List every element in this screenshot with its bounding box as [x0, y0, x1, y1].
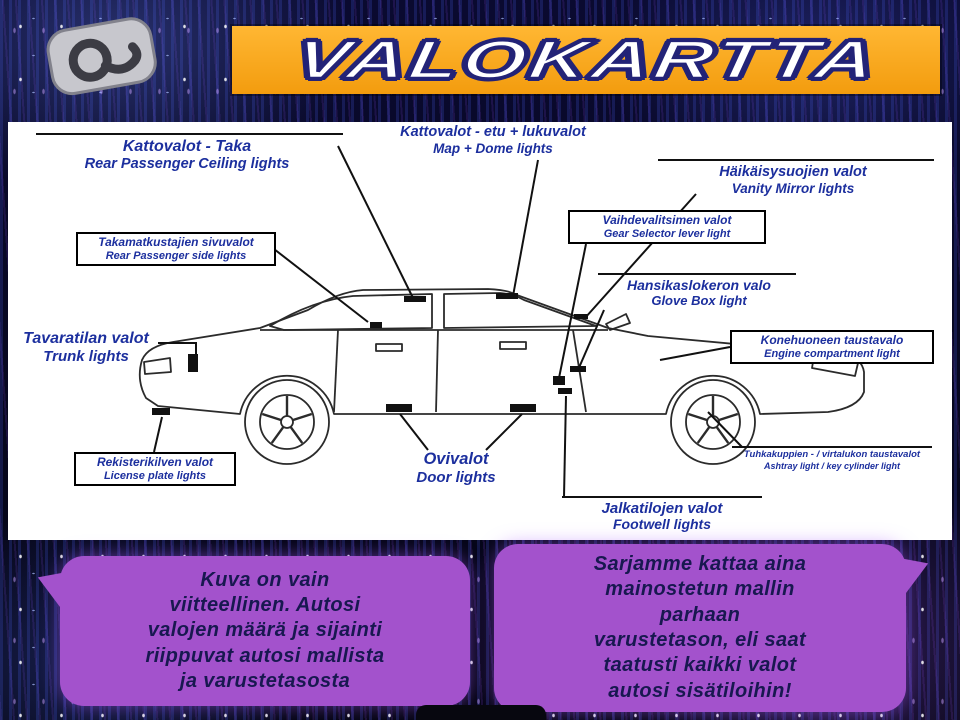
- promise-text: Sarjamme kattaa aina mainostetun mallin …: [593, 552, 807, 702]
- label-gear-selector-en: Gear Selector lever light: [603, 227, 731, 240]
- label-door-lights-en: Door lights: [416, 468, 496, 486]
- label-ceiling-rear: Kattovalot - Taka Rear Passenger Ceiling…: [32, 138, 342, 173]
- label-glove-box-en: Glove Box light: [651, 292, 747, 308]
- bubble-tail-left: [32, 565, 72, 613]
- label-map-dome: Kattovalot - etu + lukuvalot Map + Dome …: [358, 124, 628, 156]
- page-title: VALOKARTTA: [289, 28, 884, 91]
- label-gear-selector: Vaihdevalitsimen valot Gear Selector lev…: [568, 210, 766, 245]
- bubble-tail-right: [894, 551, 934, 599]
- label-vanity-mirror: Häikäisysuojien valot Vanity Mirror ligh…: [648, 164, 938, 196]
- label-vanity-mirror-fi: Häikäisysuojien valot: [719, 164, 867, 180]
- label-rear-side-fi: Takamatkustajien sivuvalot: [98, 235, 254, 249]
- light-map-panel: Kattovalot - Taka Rear Passenger Ceiling…: [8, 122, 952, 540]
- label-ashtray-key-fi: Tuhkakuppien - / virtalukon taustavalot: [743, 449, 921, 460]
- label-license-plate-en: License plate lights: [103, 469, 207, 482]
- label-ashtray-key: Tuhkakuppien - / virtalukon taustavalot …: [732, 449, 932, 471]
- label-footwell-en: Footwell lights: [613, 516, 711, 533]
- car-body: [138, 288, 865, 415]
- label-gear-selector-fi: Vaihdevalitsimen valot: [602, 213, 732, 227]
- disclaimer-bubble: Kuva on vain viitteellinen. Autosi valoj…: [32, 556, 470, 706]
- label-ceiling-rear-fi: Kattovalot - Taka: [122, 138, 252, 155]
- car-illustration: [36, 133, 934, 498]
- promise-bubble: Sarjamme kattaa aina mainostetun mallin …: [494, 544, 934, 712]
- label-door-lights-fi: Ovivalot: [423, 450, 489, 468]
- label-door-lights: Ovivalot Door lights: [388, 450, 524, 486]
- label-rear-side-en: Rear Passenger side lights: [105, 249, 247, 262]
- label-license-plate: Rekisterikilven valot License plate ligh…: [74, 452, 236, 487]
- label-engine-compartment-fi: Konehuoneen taustavalo: [760, 333, 904, 347]
- label-footwell-fi: Jalkatilojen valot: [601, 500, 723, 517]
- brand-logo-icon: [28, 8, 178, 113]
- label-license-plate-fi: Rekisterikilven valot: [96, 455, 214, 469]
- title-banner: VALOKARTTA: [232, 26, 940, 94]
- disclaimer-text: Kuva on vain viitteellinen. Autosi valoj…: [145, 568, 385, 693]
- label-trunk: Tavaratilan valot Trunk lights: [10, 330, 162, 365]
- light-markers: [152, 293, 588, 415]
- label-engine-compartment-en: Engine compartment light: [764, 347, 900, 360]
- label-rear-side: Takamatkustajien sivuvalot Rear Passenge…: [76, 232, 276, 267]
- label-ashtray-key-en: Ashtray light / key cylinder light: [763, 460, 901, 471]
- label-map-dome-fi: Kattovalot - etu + lukuvalot: [400, 124, 586, 140]
- label-vanity-mirror-en: Vanity Mirror lights: [731, 180, 855, 196]
- connector-lines: [36, 133, 934, 498]
- bottom-notch: [416, 705, 546, 720]
- label-glove-box-fi: Hansikaslokeron valo: [627, 277, 771, 293]
- label-map-dome-en: Map + Dome lights: [433, 140, 553, 156]
- label-footwell: Jalkatilojen valot Footwell lights: [560, 500, 764, 533]
- label-glove-box: Hansikaslokeron valo Glove Box light: [596, 277, 802, 309]
- label-trunk-en: Trunk lights: [43, 348, 129, 366]
- label-engine-compartment: Konehuoneen taustavalo Engine compartmen…: [730, 330, 934, 365]
- label-ceiling-rear-en: Rear Passenger Ceiling lights: [84, 156, 290, 173]
- label-trunk-fi: Tavaratilan valot: [23, 330, 149, 347]
